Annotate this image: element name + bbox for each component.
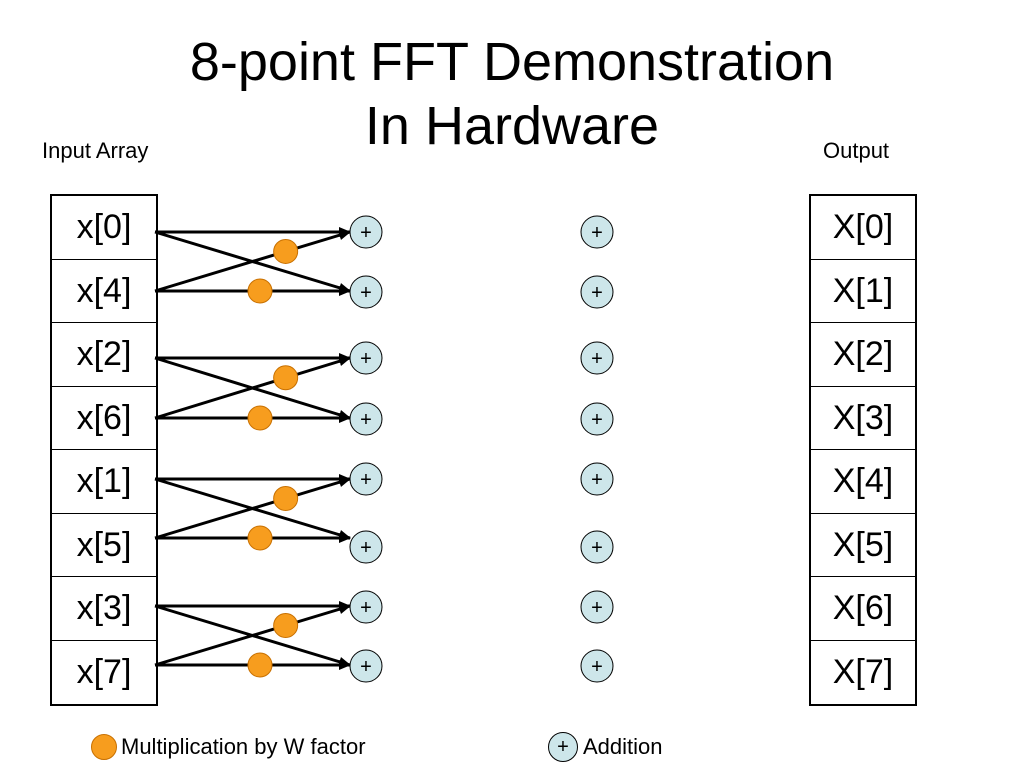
input-cell-4: x[1] [52, 450, 156, 514]
adder-stage2-5: + [580, 530, 614, 564]
adder-stage2-6-circle [580, 590, 614, 624]
output-cell-4: X[4] [811, 450, 915, 514]
butterfly-2-multiplier-bottom [247, 525, 273, 551]
adder-stage2-3: + [580, 402, 614, 436]
adder-stage2-4-symbol: + [591, 469, 603, 491]
input-cell-1: x[4] [52, 260, 156, 323]
adder-stage2-1-symbol: + [591, 282, 603, 304]
butterfly-1-multiplier-cross [273, 365, 299, 391]
adder-stage1-0-circle [349, 215, 383, 249]
output-label: Output [823, 138, 890, 163]
adder-stage1-6: + [349, 590, 383, 624]
adder-stage1-3-symbol: + [360, 409, 372, 431]
butterfly-3-multiplier-bottom [247, 652, 273, 678]
adder-stage1-4-symbol: + [360, 469, 372, 491]
legend-addition-icon: + [548, 732, 578, 762]
butterfly-1-multiplier-bottom [247, 405, 273, 431]
legend-addition-label: Addition [583, 734, 663, 759]
adder-stage1-7-circle [349, 649, 383, 683]
butterfly-1-line-cross-up [154, 356, 351, 420]
input-cell-0: x[0] [52, 196, 156, 260]
adder-stage2-4-circle [580, 462, 614, 496]
adder-stage2-5-circle [580, 530, 614, 564]
adder-stage2-1-circle [580, 275, 614, 309]
adder-stage1-5-symbol: + [360, 537, 372, 559]
adder-stage2-4: + [580, 462, 614, 496]
output-cell-2: X[2] [811, 323, 915, 387]
adder-stage1-3: + [349, 402, 383, 436]
page-title: 8-point FFT Demonstration In Hardware [0, 30, 1024, 158]
output-array: X[0]X[1]X[2]X[3]X[4]X[5]X[6] X[7] [809, 194, 917, 706]
output-cell-7: X[7] [832, 652, 894, 691]
output-cell-0: X[0] [811, 196, 915, 260]
adder-stage2-6-symbol: + [591, 597, 603, 619]
butterfly-3-multiplier-cross [273, 612, 299, 638]
adder-stage1-0: + [349, 215, 383, 249]
input-array: x[0]x[4]x[2]x[6]x[1]x[5]x[3] x[7] [50, 194, 158, 706]
adder-stage2-0-symbol: + [591, 222, 603, 244]
adder-stage2-0-circle [580, 215, 614, 249]
adder-stage1-2-circle [349, 341, 383, 375]
adder-stage2-1: + [580, 275, 614, 309]
adder-stage2-5-symbol: + [591, 537, 603, 559]
adder-stage1-3-circle [349, 402, 383, 436]
adder-stage2-3-symbol: + [591, 409, 603, 431]
butterfly-0-multiplier-bottom [247, 278, 273, 304]
input-cell-5: x[5] [52, 514, 156, 577]
output-cell-5: X[5] [811, 514, 915, 577]
adder-stage2-0: + [580, 215, 614, 249]
legend-multiplication-icon [91, 734, 117, 760]
adder-stage2-7-symbol: + [591, 656, 603, 678]
title-line-2: In Hardware [364, 96, 660, 156]
input-array-label: Input Array [42, 138, 149, 163]
adder-stage1-1: + [349, 275, 383, 309]
adder-stage2-2-circle [580, 341, 614, 375]
butterfly-0-line-cross-up [154, 230, 351, 293]
input-cell-6: x[3] [52, 577, 156, 641]
adder-stage1-7: + [349, 649, 383, 683]
input-cell-2: x[2] [52, 323, 156, 387]
adder-stage1-1-circle [349, 275, 383, 309]
adder-stage1-4-circle [349, 462, 383, 496]
adder-stage1-2-symbol: + [360, 348, 372, 370]
adder-stage1-1-symbol: + [360, 282, 372, 304]
butterfly-0-multiplier-cross [273, 238, 299, 264]
adder-stage1-7-symbol: + [360, 656, 372, 678]
butterfly-2-line-cross-up [154, 477, 351, 540]
adder-stage2-7: + [580, 649, 614, 683]
adder-stage1-0-symbol: + [360, 222, 372, 244]
butterfly-3-line-cross-up [154, 604, 351, 667]
adder-stage2-2: + [580, 341, 614, 375]
adder-stage1-6-circle [349, 590, 383, 624]
adder-stage2-7-circle [580, 649, 614, 683]
adder-stage2-2-symbol: + [591, 348, 603, 370]
adder-stage1-6-symbol: + [360, 597, 372, 619]
title-line-1: 8-point FFT Demonstration [189, 32, 835, 92]
adder-stage1-5-circle [349, 530, 383, 564]
legend-multiplication-label: Multiplication by W factor [121, 734, 366, 759]
adder-stage1-4: + [349, 462, 383, 496]
output-cell-1: X[1] [811, 260, 915, 323]
adder-stage1-5: + [349, 530, 383, 564]
input-cell-3: x[6] [52, 387, 156, 450]
adder-stage2-3-circle [580, 402, 614, 436]
input-cell-7: x[7] [76, 652, 132, 691]
butterfly-2-multiplier-cross [273, 485, 299, 511]
adder-stage1-2: + [349, 341, 383, 375]
adder-stage2-6: + [580, 590, 614, 624]
output-cell-3: X[3] [811, 387, 915, 450]
output-cell-6: X[6] [811, 577, 915, 641]
